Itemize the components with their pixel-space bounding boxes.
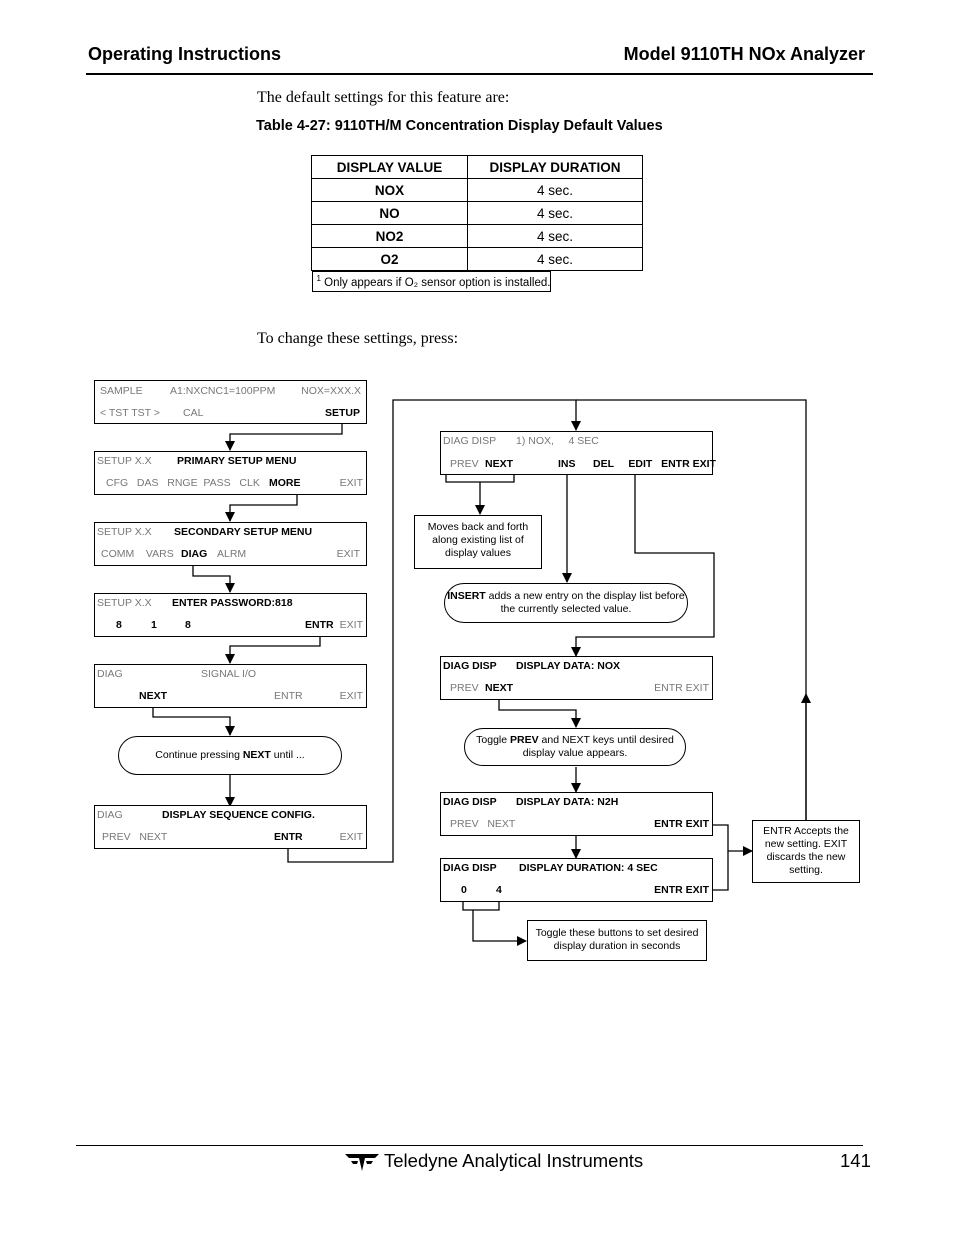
footer-rule: [76, 1145, 863, 1146]
screen-mode: DIAG: [97, 809, 123, 821]
entr-exit-note: ENTR Accepts the new setting. EXIT disca…: [752, 820, 860, 883]
table-caption: Table 4-27: 9110TH/M Concentration Displ…: [256, 118, 663, 134]
prev-button[interactable]: PREV: [450, 682, 479, 694]
toggle-note: Toggle PREV and NEXT keys until desired …: [464, 728, 686, 766]
table-cell: NO: [311, 201, 468, 225]
entr-exit-buttons[interactable]: ENTR EXIT: [654, 682, 709, 694]
exit-button[interactable]: EXIT: [339, 831, 363, 843]
display-data-nox-screen: DIAG DISP DISPLAY DATA: NOX PREV NEXT EN…: [440, 656, 713, 700]
primary-setup-screen: SETUP X.X PRIMARY SETUP MENU CFG DAS RNG…: [94, 451, 367, 495]
more-button[interactable]: MORE: [269, 477, 301, 489]
insert-note: INSERT adds a new entry on the display l…: [444, 583, 688, 623]
moves-note: Moves back and forth along existing list…: [414, 515, 542, 569]
table-footnote: 1 Only appears if O₂ sensor option is in…: [311, 271, 552, 292]
exit-button[interactable]: EXIT: [339, 619, 363, 631]
screen-message: SIGNAL I/O: [201, 668, 257, 680]
screen-mode: SETUP X.X: [97, 597, 152, 609]
screen-mode: SAMPLE: [100, 385, 143, 397]
digit-button[interactable]: 1: [151, 619, 157, 631]
footer-company: Teledyne Analytical Instruments: [384, 1150, 644, 1171]
screen-value: NOX=XXX.X: [301, 385, 361, 397]
digit-button[interactable]: 4: [496, 884, 502, 896]
display-sequence-screen: DIAG DISPLAY SEQUENCE CONFIG. PREV NEXT …: [94, 805, 367, 849]
secondary-setup-screen: SETUP X.X SECONDARY SETUP MENU COMM VARS…: [94, 522, 367, 566]
intro-text: The default settings for this feature ar…: [257, 89, 510, 106]
digit-button[interactable]: 8: [185, 619, 191, 631]
screen-message: SECONDARY SETUP MENU: [174, 526, 313, 538]
screen-mode: DIAG DISP: [443, 435, 497, 447]
entr-exit-buttons[interactable]: ENTR EXIT: [654, 818, 709, 830]
comm-vars-buttons[interactable]: COMM VARS: [101, 548, 174, 560]
entr-button[interactable]: ENTR: [274, 690, 303, 702]
toggle-duration-note: Toggle these buttons to set desired disp…: [527, 920, 707, 961]
table-header: DISPLAY VALUE: [311, 155, 468, 179]
screen-mode: DIAG DISP: [443, 660, 497, 672]
prev-button[interactable]: PREV: [450, 458, 479, 470]
diag-disp-list-screen: DIAG DISP 1) NOX, 4 SEC PREV NEXT INS DE…: [440, 431, 716, 475]
page-number: 141: [840, 1150, 871, 1171]
screen-message: A1:NXCNC1=100PPM: [170, 385, 276, 397]
change-settings-text: To change these settings, press:: [257, 330, 459, 347]
screen-mode: DIAG DISP: [443, 796, 497, 808]
screen-message: PRIMARY SETUP MENU: [177, 455, 297, 467]
screen-message: ENTER PASSWORD:818: [172, 597, 293, 609]
table-cell: 4 sec.: [467, 178, 643, 202]
digit-button[interactable]: 0: [461, 884, 467, 896]
table-cell: NOX: [311, 178, 468, 202]
prev-next-buttons[interactable]: PREV NEXT: [102, 831, 168, 843]
screen-message: 1) NOX, 4 SEC: [516, 435, 599, 447]
screen-mode: SETUP X.X: [97, 526, 152, 538]
cal-button[interactable]: CAL: [183, 407, 204, 419]
prev-next-buttons[interactable]: PREV NEXT: [450, 818, 516, 830]
entr-exit-buttons[interactable]: ENTR EXIT: [654, 884, 709, 896]
next-button[interactable]: NEXT: [485, 682, 514, 694]
teledyne-logo-icon: [345, 1154, 379, 1171]
table-row: O2 4 sec.: [311, 247, 643, 271]
screen-message: DISPLAY SEQUENCE CONFIG.: [162, 809, 315, 821]
continue-note: Continue pressing NEXT until ...: [118, 736, 342, 775]
sample-screen: SAMPLE A1:NXCNC1=100PPM NOX=XXX.X < TST …: [94, 380, 367, 424]
setup-button[interactable]: SETUP: [324, 407, 360, 419]
screen-mode: SETUP X.X: [97, 455, 152, 467]
display-duration-screen: DIAG DISP DISPLAY DURATION: 4 SEC 0 4 EN…: [440, 858, 713, 902]
entr-button[interactable]: ENTR: [274, 831, 303, 843]
exit-button[interactable]: EXIT: [336, 548, 360, 560]
screen-message: DISPLAY DURATION: 4 SEC: [519, 862, 658, 874]
table-row: NO2 4 sec.: [311, 224, 643, 248]
display-defaults-table: DISPLAY VALUE DISPLAY DURATION NOX 4 sec…: [311, 155, 643, 292]
entr-button[interactable]: ENTR: [305, 619, 334, 631]
alrm-button[interactable]: ALRM: [217, 548, 247, 560]
signal-io-screen: DIAG SIGNAL I/O NEXT ENTR EXIT: [94, 664, 367, 708]
header-rule: [86, 73, 873, 75]
setup-menu-buttons[interactable]: CFG DAS RNGE PASS CLK: [106, 477, 260, 489]
screen-message: DISPLAY DATA: N2H: [516, 796, 619, 808]
password-screen: SETUP X.X ENTER PASSWORD:818 8 1 8 ENTR …: [94, 593, 367, 637]
screen-mode: DIAG: [97, 668, 123, 680]
next-button[interactable]: NEXT: [485, 458, 514, 470]
edit-keys[interactable]: INS DEL EDIT ENTR EXIT: [558, 458, 716, 470]
table-footnote-row: 1 Only appears if O₂ sensor option is in…: [311, 271, 643, 292]
header-left: Operating Instructions: [88, 44, 282, 64]
table-row: NOX 4 sec.: [311, 178, 643, 202]
display-data-n2h-screen: DIAG DISP DISPLAY DATA: N2H PREV NEXT EN…: [440, 792, 713, 836]
table-cell: 4 sec.: [467, 247, 643, 271]
exit-button[interactable]: EXIT: [339, 477, 363, 489]
table-cell: 4 sec.: [467, 224, 643, 248]
tst-buttons[interactable]: < TST TST >: [100, 407, 160, 419]
diag-button[interactable]: DIAG: [181, 548, 208, 560]
header-right: Model 9110TH NOx Analyzer: [623, 44, 865, 64]
screen-message: DISPLAY DATA: NOX: [516, 660, 621, 672]
exit-button[interactable]: EXIT: [339, 690, 363, 702]
screen-mode: DIAG DISP: [443, 862, 497, 874]
table-cell: O2: [311, 247, 468, 271]
table-cell: NO2: [311, 224, 468, 248]
digit-button[interactable]: 8: [116, 619, 122, 631]
next-button[interactable]: NEXT: [139, 690, 168, 702]
